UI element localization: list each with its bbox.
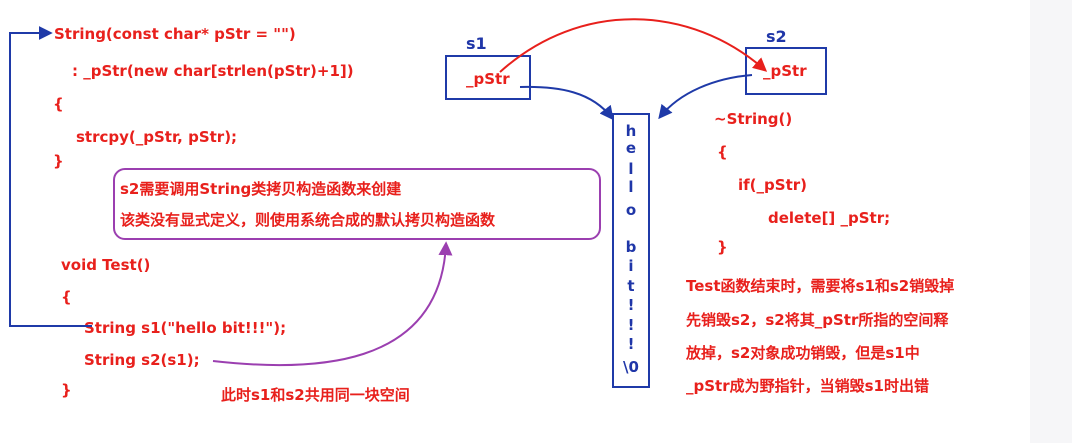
- code-test-brace-close: }: [61, 381, 72, 399]
- s1-label: s1: [466, 34, 487, 53]
- memory-char: l: [628, 178, 634, 196]
- code-s1-decl: String s1("hello bit!!!");: [84, 319, 287, 337]
- code-destructor-signature: ~String(): [714, 110, 793, 128]
- callout-box: [113, 168, 601, 240]
- memory-char: l: [628, 160, 634, 178]
- code-destructor-brace-close: }: [717, 238, 728, 256]
- note-shared-space: 此时s1和s2共用同一块空间: [221, 386, 410, 404]
- shallow-copy-arrow: [499, 18, 768, 73]
- memory-char: !: [627, 296, 635, 314]
- memory-char: i: [628, 257, 634, 275]
- code-initializer-list: : _pStr(new char[strlen(pStr)+1]): [72, 62, 354, 80]
- code-destructor-if: if(_pStr): [738, 176, 807, 194]
- code-brace-close: }: [53, 152, 64, 170]
- s2-label: s2: [766, 27, 787, 46]
- heap-memory-block: [612, 113, 650, 388]
- explanation-line-1: Test函数结束时，需要将s1和s2销毁掉: [686, 277, 955, 295]
- memory-char: e: [625, 139, 637, 157]
- callout-line-1: s2需要调用String类拷贝构造函数来创建: [120, 180, 402, 198]
- s2-pstr-field: _pStr: [763, 62, 807, 80]
- explanation-line-3: 放掉，s2对象成功销毁，但是s1中: [686, 344, 920, 362]
- explanation-line-4: _pStr成为野指针，当销毁s1时出错: [686, 377, 929, 395]
- code-test-signature: void Test(): [61, 256, 151, 274]
- code-test-brace-open: {: [61, 288, 72, 306]
- right-margin-strip: [1030, 0, 1072, 443]
- memory-char: !: [627, 335, 635, 353]
- memory-char: \0: [623, 358, 639, 376]
- s1-object-box: [445, 55, 531, 100]
- callout-pointer-arrow: [212, 241, 453, 367]
- callout-line-2: 该类没有显式定义，则使用系统合成的默认拷贝构造函数: [120, 211, 496, 229]
- code-constructor-signature: String(const char* pStr = ""): [54, 25, 296, 43]
- code-strcpy: strcpy(_pStr, pStr);: [76, 128, 238, 146]
- code-s2-decl: String s2(s1);: [84, 351, 200, 369]
- memory-char: b: [625, 238, 637, 256]
- code-destructor-brace-open: {: [717, 143, 728, 161]
- memory-char: h: [625, 122, 637, 140]
- s1-pointer-arrow: [519, 85, 614, 121]
- explanation-line-2: 先销毁s2，s2将其_pStr所指的空间释: [686, 311, 949, 329]
- s1-pstr-field: _pStr: [466, 70, 510, 88]
- code-destructor-delete: delete[] _pStr;: [768, 209, 891, 227]
- code-brace-open: {: [53, 95, 64, 113]
- memory-char: o: [625, 201, 637, 219]
- memory-char: !: [627, 316, 635, 334]
- memory-char: t: [627, 277, 635, 295]
